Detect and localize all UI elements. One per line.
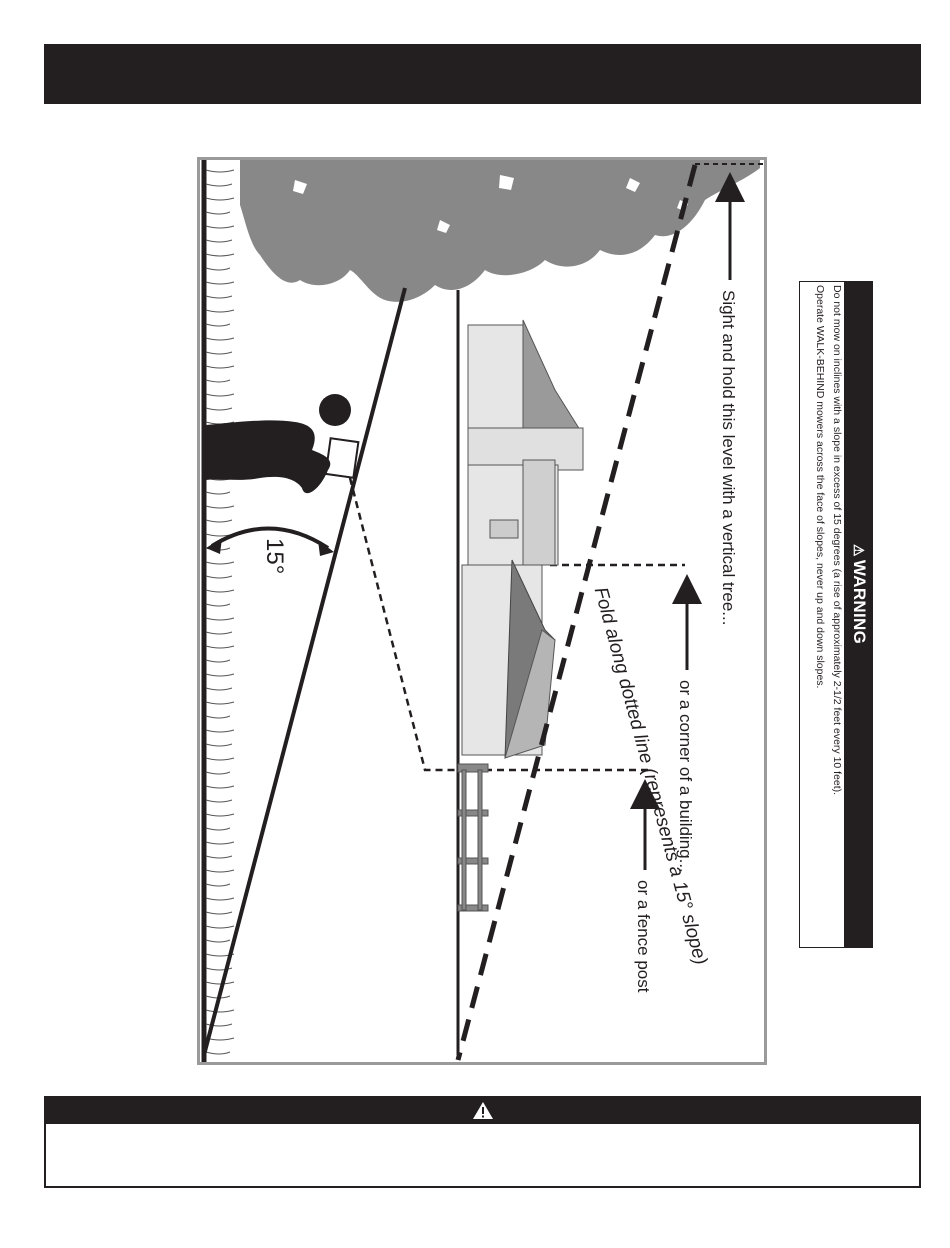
slope-line [202,287,407,1056]
warning-panel: ⚠ WARNING Do not mow on inclines with a s… [799,281,873,948]
warning-line-2: Operate WALK-BEHIND mowers across the fa… [814,285,826,689]
warning-triangle-icon [472,1102,493,1119]
angle-label: 15° [261,538,288,575]
fence-drawing [457,763,489,912]
warning-line-1: Do not mow on inclines with a slope in e… [831,285,843,796]
warning-triangle-icon: ⚠ [851,544,867,557]
grass-strip [200,160,240,1062]
fold-dashed-line [455,164,698,1061]
warning-header [844,282,872,947]
angle-arc [210,526,330,550]
slope-gauge-figure: Sight and hold this level with a vertica… [197,157,767,1065]
house-drawing [461,319,584,759]
angle-arrowhead-right [318,540,334,556]
tree-canopy-shape [240,160,760,302]
warning-title: ⚠ WARNING [849,544,869,644]
angle-arrowhead-left [206,538,222,554]
person-silhouette [206,382,360,494]
slope-illustration [200,160,764,1062]
warning-title-text: WARNING [850,559,869,645]
sight-label: Sight and hold this level with a vertica… [719,290,738,626]
bottom-warning-box [44,1096,921,1188]
header-bar [44,44,921,104]
bottom-warning-header [46,1098,919,1124]
fence-label: or a fence post [634,880,653,993]
